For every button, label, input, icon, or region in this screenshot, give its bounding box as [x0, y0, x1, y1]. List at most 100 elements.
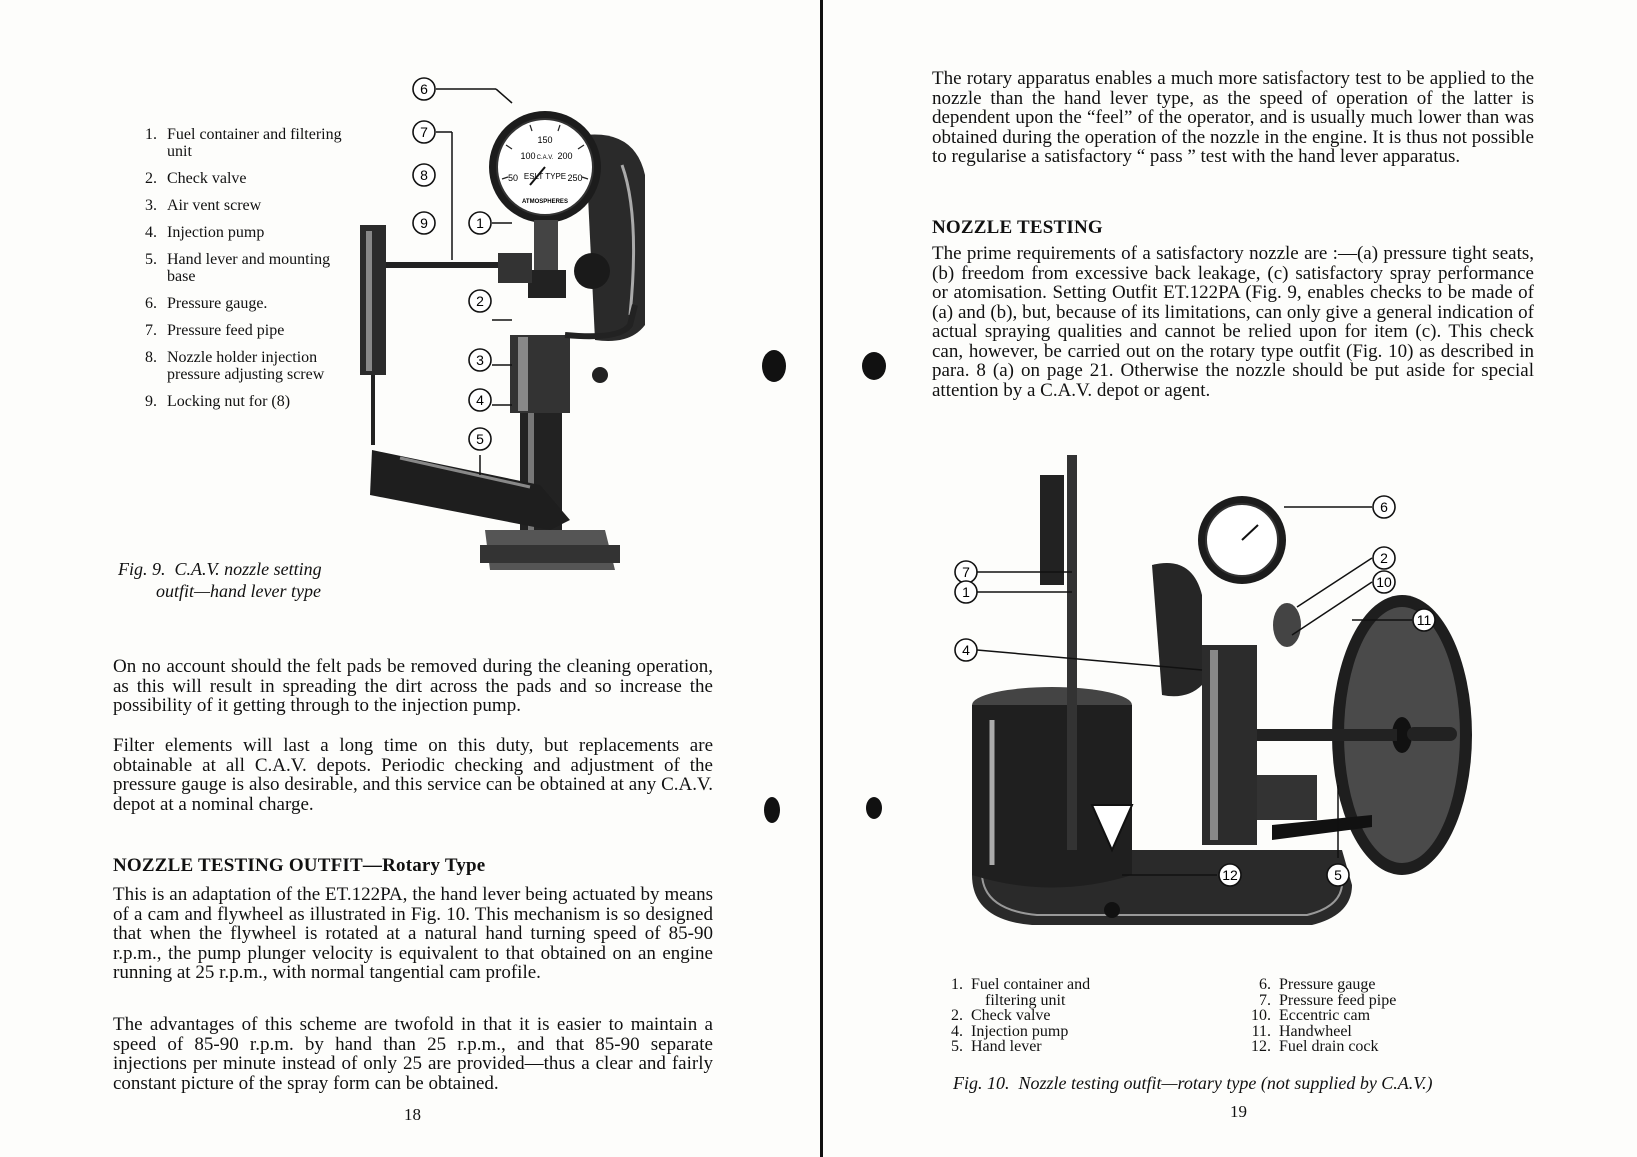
fig10-callout-label: 12 [1222, 867, 1238, 883]
fig9-part-item: 7.Pressure feed pipe [145, 322, 345, 339]
fig9-callout-circle [412, 163, 436, 187]
fig9-part-number: 6. [145, 295, 157, 312]
fig10-part-number: 2. [951, 1007, 963, 1024]
fig10-part-number [927, 993, 971, 1009]
fig10-part-label: Pressure feed pipe [1279, 991, 1397, 1009]
fig10-callout-label: 5 [1334, 867, 1342, 883]
fig10-part-label: Hand lever [971, 1038, 1042, 1055]
fig10-part-item: 4. Injection pump [927, 1022, 1127, 1040]
fig10-part-label: filtering unit [985, 991, 1066, 1009]
fig10-drain-cock [1104, 902, 1120, 918]
fig10-part-number: 6. [1259, 976, 1271, 993]
fig9-part-item: 8. Nozzle holder injection pressure adjus… [145, 349, 345, 383]
fig9-part-number: 3. [145, 197, 157, 214]
right-page: The rotary apparatus enables a much more… [822, 0, 1637, 1157]
fig9-callout-label: 1 [476, 215, 484, 231]
fig9-caption-label: Fig. 9. [118, 559, 166, 579]
fig9-callout-label: 6 [420, 81, 428, 97]
fig9-part-label: Air vent screw [167, 197, 262, 214]
fig9-part-number: 4. [145, 224, 157, 241]
para-felt-pads: On no account should the felt pads be re… [113, 656, 713, 716]
fig10-part-number: 4. [951, 1022, 963, 1040]
fig9-part-item: 9.Locking nut for (8) [145, 393, 345, 410]
fig10-callout-label: 11 [1417, 612, 1432, 628]
fig10-callout-label: 6 [1380, 499, 1388, 515]
fig10-beaker [972, 705, 1132, 888]
fig9-gauge-unit: ATMOSPHERES [522, 199, 568, 205]
fig9-part-label: Injection pump [167, 224, 265, 241]
fig10-callout-circle [1372, 546, 1396, 570]
fig9-part-number: 8. [145, 349, 157, 366]
fig10-part-item: 11. Handwheel [1235, 1022, 1455, 1040]
fig9-callout-circle [468, 211, 492, 235]
fig10-check-valve [1273, 603, 1301, 647]
fig9-part-item: 5. Hand lever and mounting base [145, 251, 345, 285]
punch-hole-mark [762, 350, 786, 382]
fig10-callout-label: 1 [962, 584, 970, 600]
fig9-leader-lines [436, 88, 513, 475]
fig10-callout-label: 2 [1380, 550, 1388, 566]
fig10-callout-circle [1372, 570, 1396, 594]
fig10-callout-circle [1372, 495, 1396, 519]
fig9-part-number: 5. [145, 251, 157, 268]
fig9-callout-label: 8 [420, 167, 428, 183]
fig9-hand-lever-outfit-drawing: ESLT TYPE ATMOSPHERES C.A.V. 10015020050… [360, 111, 645, 570]
fig9-part-item: 6. Pressure gauge. [145, 295, 345, 312]
fig10-part-item: 7.Pressure feed pipe [1235, 991, 1455, 1009]
fig10-filter-canister [1152, 563, 1202, 697]
fig9-callout-label: 2 [476, 293, 484, 309]
fig10-part-number: 11. [1251, 1022, 1271, 1040]
fig10-callout-circle [1218, 863, 1242, 887]
fig10-part-label: Pressure gauge [1279, 976, 1376, 993]
fig9-gauge-tick-label: 250 [567, 173, 582, 183]
para-filter-elements: Filter elements will last a long time on… [113, 735, 713, 815]
fig10-part-label: Fuel drain cock [1279, 1038, 1379, 1055]
fig9-callout-label: 4 [476, 392, 484, 408]
fig9-part-label: Pressure feed pipe [167, 322, 285, 339]
fig9-part-label: Pressure gauge. [167, 295, 268, 312]
fig9-callout-circle [412, 120, 436, 144]
fig9-hand-lever [370, 450, 570, 530]
para-prime-requirements: The prime requirements of a satisfactory… [932, 243, 1534, 401]
fig9-callout-circle [468, 427, 492, 451]
fig9-gauge-tick-label: 50 [508, 173, 518, 183]
fig10-stand [1067, 455, 1077, 850]
fig9-part-label: Hand lever and mounting base [167, 251, 331, 285]
fig10-caption: Fig. 10. Nozzle testing outfit—rotary ty… [953, 1072, 1553, 1094]
fig9-gauge-tick-label: 150 [537, 135, 552, 145]
fig10-part-number: 5. [951, 1038, 963, 1055]
fig9-callout-label: 3 [476, 352, 484, 368]
fig9-caption-line2: outfit—hand lever type [156, 581, 321, 601]
fig10-part-item: 2.Check valve [927, 1008, 1127, 1024]
page-gutter [820, 0, 823, 1157]
fig10-rotary-outfit-drawing [972, 455, 1472, 925]
para-adaptation: This is an adaptation of the ET.122PA, t… [113, 884, 713, 983]
fig9-callout-circle [412, 77, 436, 101]
fig9-gauge-tick-label: 200 [557, 151, 572, 161]
fig10-illustration [952, 455, 1472, 945]
fig10-callout-label: 7 [962, 564, 970, 580]
fig9-caption-line1: C.A.V. nozzle setting [174, 559, 322, 579]
fig10-callout-label: 10 [1376, 574, 1392, 590]
fig10-part-label: Injection pump [971, 1022, 1069, 1040]
fig9-gauge-tick-marks [501, 124, 589, 180]
fig10-hand-lever [1272, 815, 1372, 840]
fig10-caption-text: Nozzle testing outfit—rotary type (not s… [1018, 1073, 1433, 1093]
heading-rotary-type: NOZZLE TESTING OUTFIT—Rotary Type [113, 855, 485, 877]
fig9-part-item: 4. Injection pump [145, 224, 345, 241]
fig10-part-label: Handwheel [1279, 1022, 1352, 1040]
fig9-part-label: Nozzle holder injection pressure adjusti… [167, 349, 325, 383]
page-number-right: 19 [1230, 1102, 1247, 1121]
fig10-part-label: Eccentric cam [1279, 1007, 1371, 1024]
fig9-callout-circle [412, 211, 436, 235]
fig9-gauge-sub: ESLT TYPE [524, 172, 566, 181]
